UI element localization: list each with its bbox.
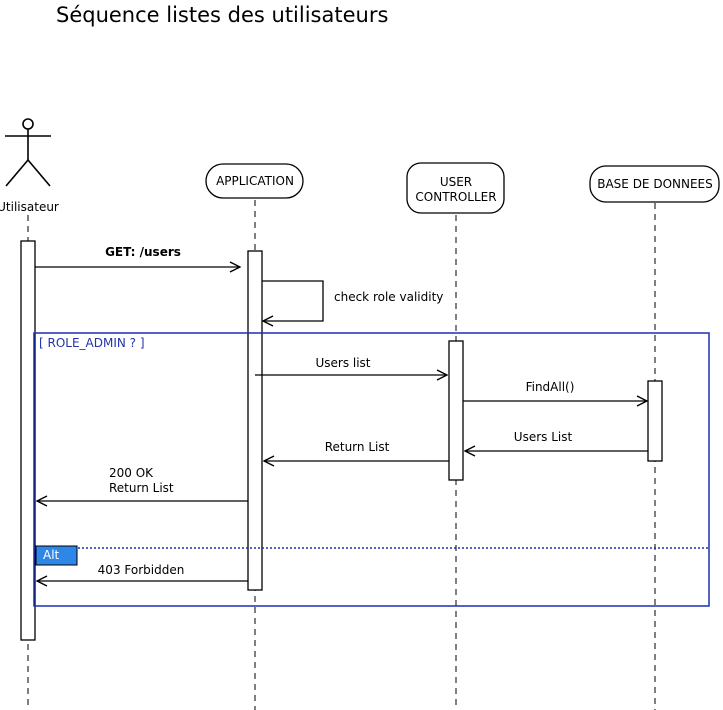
activation-user-controller: [448, 340, 464, 481]
participant-application: [205, 163, 304, 199]
alt-operator-label: Alt: [43, 548, 60, 562]
message-check-role: [262, 280, 324, 321]
message-users-list-label: Users list: [315, 356, 370, 370]
participant-user-controller-label-2: CONTROLLER: [415, 190, 496, 204]
participant-base-de-donnees: [589, 165, 720, 203]
alt-operator-tag: [35, 545, 78, 566]
diagram-title: Séquence listes des utilisateurs: [56, 3, 388, 27]
activation-utilisateur: [20, 240, 36, 641]
actor-label: Utilisateur: [0, 200, 59, 214]
participant-user-controller: [406, 162, 505, 214]
participant-application-label: APPLICATION: [216, 174, 294, 188]
message-200-ok-label-2: Return List: [109, 481, 174, 495]
activation-base-de-donnees: [647, 380, 663, 462]
participant-base-de-donnees-label: BASE DE DONNEES: [597, 177, 713, 191]
alt-fragment-frame: [33, 332, 710, 607]
message-return-list-label: Return List: [325, 440, 390, 454]
message-403-forbidden-label: 403 Forbidden: [98, 563, 185, 577]
message-check-role-label: check role validity: [334, 290, 443, 304]
message-200-ok-label-1: 200 OK: [109, 466, 154, 480]
fragment-guard-label: [ ROLE_ADMIN ? ]: [39, 336, 145, 350]
activation-application: [247, 250, 263, 591]
participant-user-controller-label-1: USER: [440, 175, 472, 189]
message-users-list-reply-label: Users List: [514, 430, 573, 444]
stick-figure-icon: [5, 118, 51, 187]
message-find-all-label: FindAll(): [526, 380, 575, 394]
message-get-users-label: GET: /users: [105, 245, 181, 259]
